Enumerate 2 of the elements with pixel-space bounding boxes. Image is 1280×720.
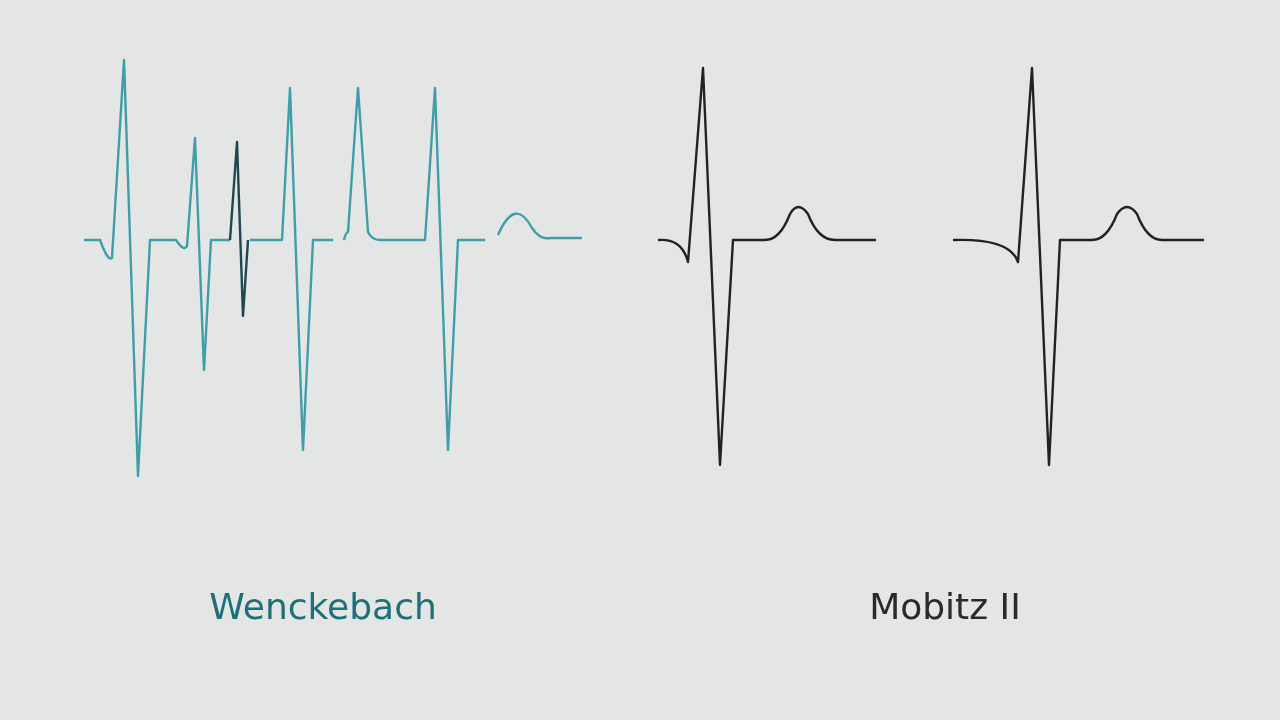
waveform-caption: Wenckebach [209, 586, 437, 627]
waveform-caption: Mobitz II [869, 586, 1021, 627]
